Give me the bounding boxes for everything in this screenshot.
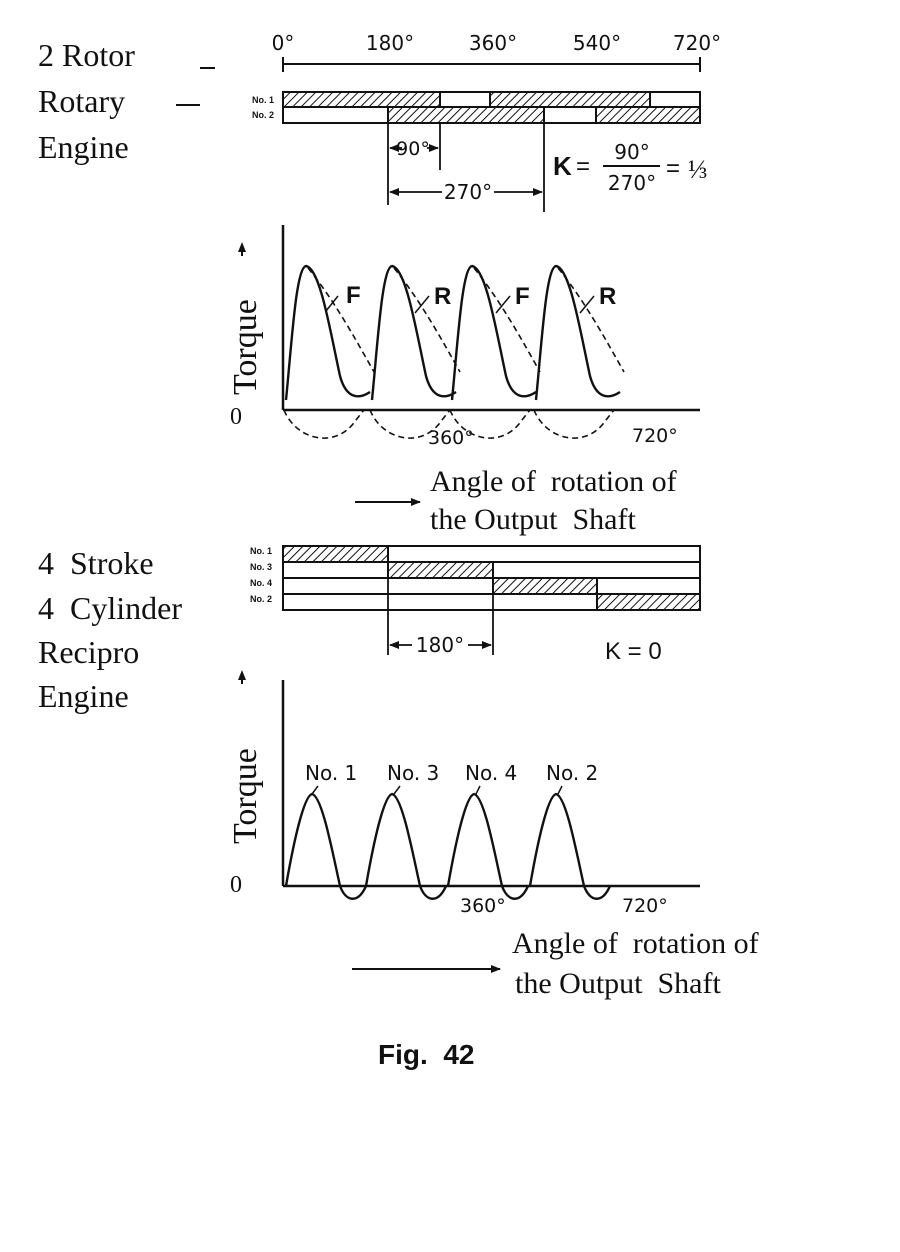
rotary-xaxis-line-1: Angle of rotation of [430,465,677,498]
rotary-k-formula: K = 90° 270° = ⅓ [553,140,708,195]
rotary-row-label-1: No. 1 [252,95,274,105]
rotary-peak-solid-3 [450,264,537,401]
cyl4-power-segment [493,578,597,594]
recipro-title-line-3: Recipro [38,634,139,670]
rotary-row-label-2: No. 2 [252,110,274,120]
recipro-k-value: K = 0 [605,638,662,665]
recipro-firing-bars: No. 1 No. 3 No. 4 No. 2 [250,545,701,611]
interval-angle-label: 270° [444,180,492,204]
recipro-xaxis-caption: Angle of rotation of the Output Shaft [352,927,759,1000]
rotary-title-line-2: Rotary [38,83,125,119]
recipro-row-label-3: No. 3 [250,562,272,572]
rotary-section: 2 Rotor Rotary Engine 0° 180° 360° 540° … [38,31,721,536]
recipro-interval-label: 180° [416,633,464,657]
rotor1-segment-a [283,92,440,107]
rotary-title-line-3: Engine [38,129,129,165]
rotary-decay-dashed-2 [393,267,461,373]
figure-caption: Fig. 42 [378,1039,474,1070]
recipro-row-label-4: No. 4 [250,578,272,588]
peak-label-no3: No. 3 [387,761,439,785]
curve-label-f-1: F [346,282,361,309]
rotary-torque-label: Torque [227,299,264,395]
recipro-xaxis-line-1: Angle of rotation of [512,927,759,960]
rotary-peak-solid-4 [534,264,621,401]
recipro-lobe-3 [446,792,530,900]
rotary-decay-dashed-3 [473,267,541,373]
overlap-angle-label: 90° [396,138,430,160]
svg-text:=: = [576,153,590,180]
recipro-tick-360: 360° [460,895,506,917]
recipro-lobe-2 [364,792,448,900]
rotary-peak-solid-2 [370,264,457,401]
curve-label-r-1: R [434,283,451,310]
rotor2-segment-b [596,107,700,123]
recipro-title-line-1: 4 Stroke [38,545,154,581]
cyl2-power-segment [597,594,700,610]
rotary-dip-dashed-1 [283,409,365,439]
peak-label-no4: No. 4 [465,761,517,785]
rotary-xaxis-line-2: the Output Shaft [430,503,636,536]
recipro-zero-label: 0 [230,872,242,898]
scale-label-360: 360° [469,31,517,55]
rotary-torque-graph: Torque 0 360° 720° F R F R [227,225,700,449]
rotary-dip-dashed-4 [533,409,615,439]
peak-label-no1: No. 1 [305,761,357,785]
scale-label-180: 180° [366,31,414,55]
rotary-peak-solid-1 [284,264,371,401]
rotary-title-line-1: 2 Rotor [38,37,135,73]
curve-label-r-2: R [599,283,616,310]
rotary-firing-bars: No. 1 No. 2 [252,91,701,124]
rotary-decay-dashed-4 [557,267,625,373]
rotary-xaxis-caption: Angle of rotation of the Output Shaft [355,465,677,536]
cyl3-power-segment [388,562,493,578]
rotary-tick-360: 360° [428,427,474,449]
peak-label-no2: No. 2 [546,761,598,785]
recipro-row-label-2: No. 2 [250,594,272,604]
curve-label-f-2: F [515,283,530,310]
recipro-lobe-4 [528,792,612,900]
recipro-lobe-1 [284,792,368,900]
cyl1-power-segment [283,546,388,562]
rotary-tick-720: 720° [632,425,678,447]
rotary-decay-dashed-1 [307,267,375,373]
recipro-row-label-1: No. 1 [250,546,272,556]
k-denominator: 270° [608,171,656,195]
svg-text:=: = [666,155,680,182]
k-symbol: K [553,151,572,181]
scale-label-0: 0° [272,31,295,55]
k-numerator: 90° [614,140,649,164]
recipro-torque-graph: Torque 0 No. 1 No. 3 No. 4 No. 2 360° 72… [227,670,700,917]
rotary-dip-dashed-2 [369,409,451,439]
rotor2-segment-a [388,107,544,123]
recipro-torque-up-arrow [238,670,246,680]
rotary-dimensions: 90° 270° [387,123,545,212]
rotary-angle-scale: 0° 180° 360° 540° 720° [272,31,721,72]
recipro-xaxis-line-2: the Output Shaft [515,967,721,1000]
rotor1-segment-b [490,92,650,107]
recipro-torque-label: Torque [227,748,264,844]
scale-label-720: 720° [673,31,721,55]
rotary-torque-up-arrow [238,242,246,252]
recipro-section: 4 Stroke 4 Cylinder Recipro Engine No. 1… [38,545,759,1000]
scale-label-540: 540° [573,31,621,55]
rotary-dip-dashed-3 [449,409,531,439]
recipro-dimension: 180° K = 0 [387,578,662,665]
k-result: ⅓ [688,155,708,184]
recipro-title-line-4: Engine [38,678,129,714]
rotary-torque-curves [283,264,625,439]
recipro-title-line-2: 4 Cylinder [38,590,182,626]
rotary-zero-label: 0 [230,404,242,430]
recipro-tick-720: 720° [622,895,668,917]
recipro-torque-curve [284,792,612,900]
